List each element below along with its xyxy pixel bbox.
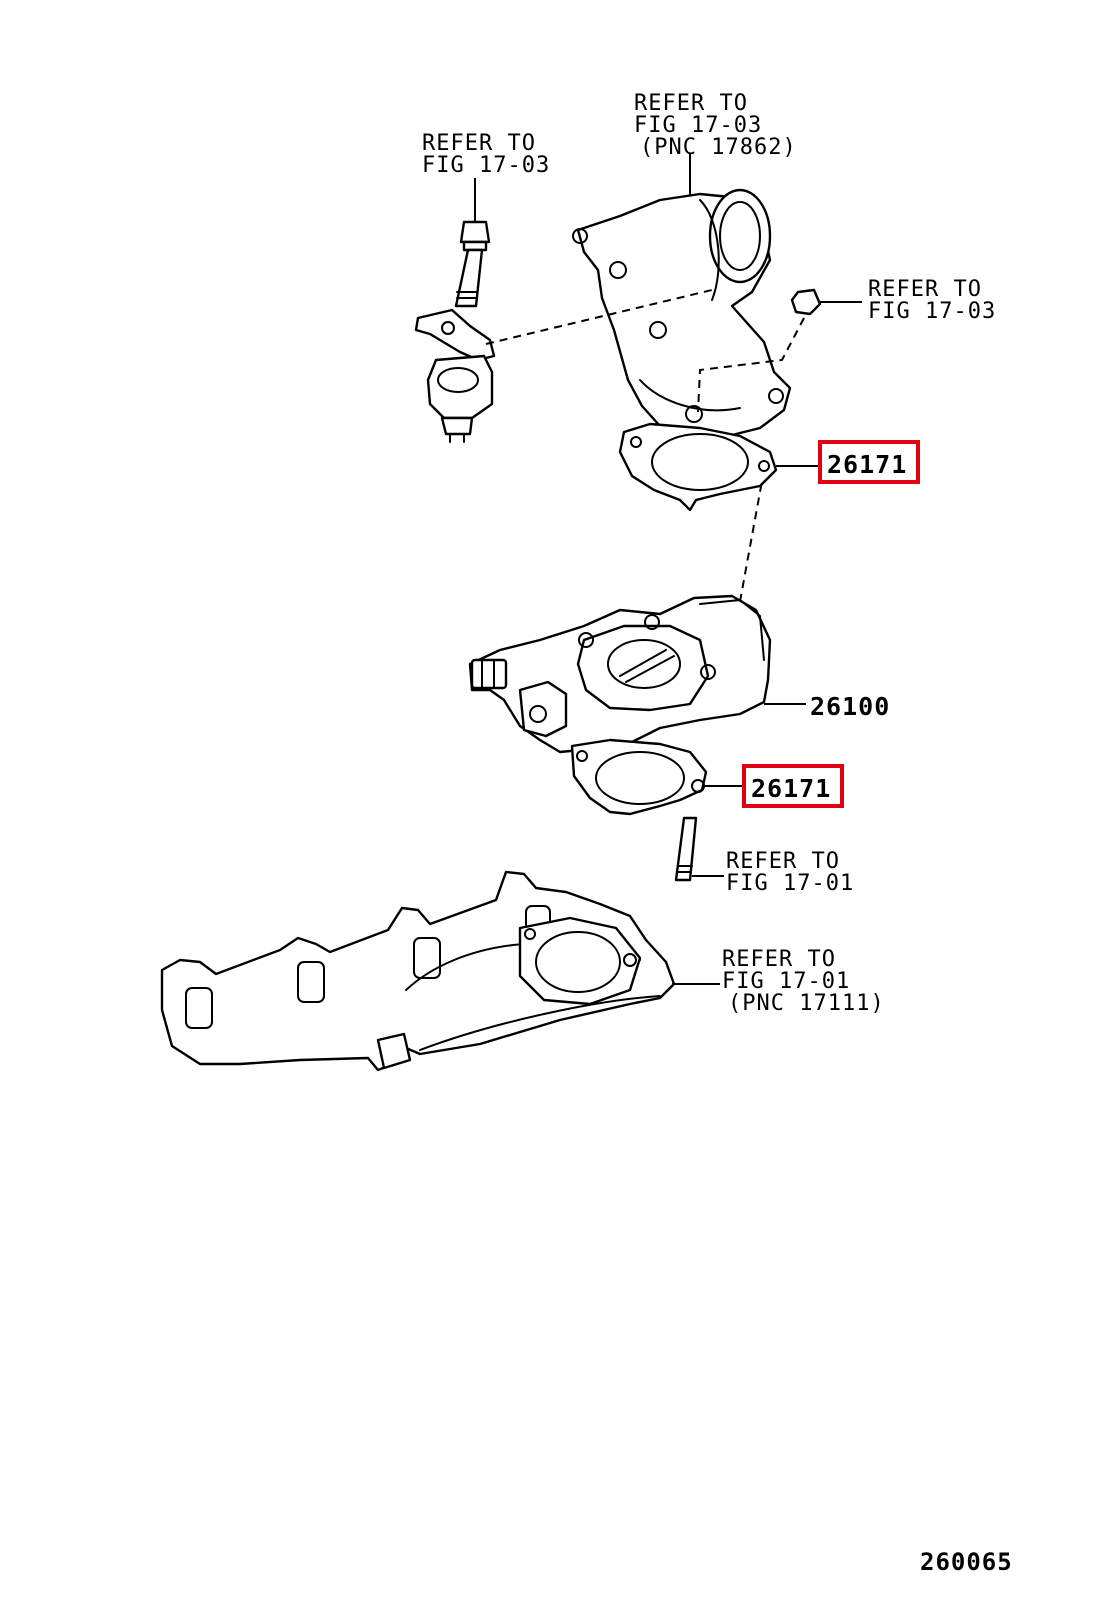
part-number-upper-gasket[interactable]: 26171 xyxy=(818,440,920,484)
lower-gasket xyxy=(570,738,744,816)
part-number-lower-gasket[interactable]: 26171 xyxy=(742,764,844,808)
callout-line: REFER TO xyxy=(422,131,536,156)
sensor-assembly xyxy=(414,308,496,443)
intake-manifold xyxy=(160,870,720,1072)
callout-manifold: REFER TO FIG 17-01 (PNC 17111) xyxy=(722,947,885,1016)
callout-line: FIG 17-03 xyxy=(634,113,762,138)
callout-top-center: REFER TO FIG 17-03 (PNC 17862) xyxy=(634,91,797,160)
guide-line-vertical xyxy=(721,469,765,701)
part-number-throttle-body[interactable]: 26100 xyxy=(810,692,890,721)
callout-line: REFER TO xyxy=(868,277,982,302)
upper-nut xyxy=(790,288,862,316)
callout-right-nut: REFER TO FIG 17-03 xyxy=(868,277,996,324)
upper-gasket xyxy=(618,422,820,512)
guide-line-bracket xyxy=(485,289,713,345)
callout-line: (PNC 17111) xyxy=(728,991,885,1016)
stud-bolt xyxy=(674,816,724,882)
part-number-text: 26100 xyxy=(810,692,890,721)
callout-line: REFER TO xyxy=(726,849,840,874)
guide-line-nut xyxy=(697,317,805,413)
callout-stud: REFER TO FIG 17-01 xyxy=(726,849,854,896)
intake-pipe xyxy=(572,154,792,440)
throttle-body xyxy=(468,594,806,754)
callout-line: FIG 17-01 xyxy=(726,871,854,896)
part-number-text: 26171 xyxy=(827,450,907,479)
callout-line: REFER TO xyxy=(722,947,836,972)
callout-line: (PNC 17862) xyxy=(640,135,797,160)
callout-line: FIG 17-01 xyxy=(722,969,850,994)
part-number-text: 26171 xyxy=(751,774,831,803)
callout-line: FIG 17-03 xyxy=(868,299,996,324)
callout-line: FIG 17-03 xyxy=(422,153,550,178)
upper-bolt xyxy=(454,178,491,308)
callout-line: REFER TO xyxy=(634,91,748,116)
callout-top-left: REFER TO FIG 17-03 xyxy=(422,131,550,178)
figure-number: 260065 xyxy=(920,1548,1013,1576)
